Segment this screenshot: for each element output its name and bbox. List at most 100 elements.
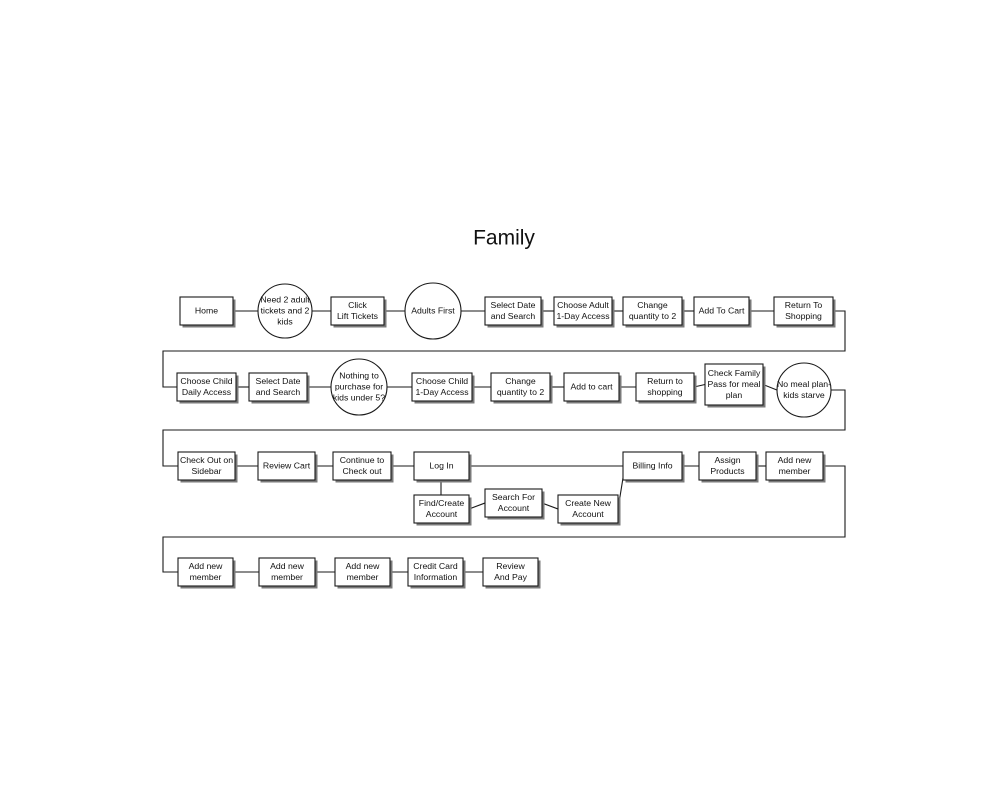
node-label: Choose Child: [416, 376, 468, 386]
node-label: Create New: [565, 498, 612, 508]
node-shape-rect: [622, 296, 683, 326]
node-label: and Search: [256, 387, 301, 397]
node-label: Adults First: [411, 305, 455, 315]
node-shape-rect: [257, 451, 316, 481]
node-label: Account: [572, 509, 604, 519]
node-label: Lift Tickets: [337, 311, 379, 321]
node-label: Assign: [714, 455, 740, 465]
node-label: Select Date: [491, 300, 536, 310]
node-label: Review Cart: [263, 460, 311, 470]
flow-node[interactable]: Home: [179, 296, 236, 328]
node-label: kids under 5?: [333, 392, 385, 402]
node-shape-rect: [330, 296, 385, 326]
connector: [162, 465, 846, 573]
node-shape-rect: [622, 451, 683, 481]
node-label: Click: [348, 300, 367, 310]
node-label: member: [190, 572, 222, 582]
flow-node[interactable]: Adults First: [404, 282, 462, 340]
node-label: Check Out on: [180, 455, 233, 465]
node-shape-rect: [553, 296, 613, 326]
node-label: Choose Adult: [557, 300, 609, 310]
flow-node[interactable]: Log In: [413, 451, 472, 483]
node-label: Continue to: [340, 455, 385, 465]
flow-node[interactable]: Billing Info: [622, 451, 685, 483]
flow-node[interactable]: Review Cart: [257, 451, 318, 483]
node-shape-rect: [704, 363, 764, 406]
node-shape-rect: [176, 372, 237, 402]
node-label: Check out: [342, 466, 382, 476]
node-shape-rect: [484, 296, 542, 326]
node-shape-rect: [177, 557, 234, 587]
node-label: No meal plan-: [777, 379, 831, 389]
node-label: quantity to 2: [629, 311, 677, 321]
node-label: member: [779, 466, 811, 476]
node-shape-rect: [693, 296, 750, 326]
node-shape-rect: [179, 296, 234, 326]
node-label: Shopping: [785, 311, 822, 321]
node-shape-rect: [482, 557, 539, 587]
node-label: plan: [726, 390, 743, 400]
diagram-title: Family: [473, 227, 535, 250]
node-label: kids starve: [783, 390, 825, 400]
node-label: Add new: [778, 455, 813, 465]
flow-node[interactable]: No meal plan-kids starve: [776, 362, 832, 418]
node-label: Add to cart: [570, 381, 613, 391]
node-label: Pass for meal: [707, 379, 760, 389]
node-label: Add To Cart: [699, 305, 745, 315]
node-label: 1-Day Access: [556, 311, 610, 321]
node-label: Return To: [785, 300, 823, 310]
node-shape-rect: [334, 557, 391, 587]
flow-node[interactable]: Add To Cart: [693, 296, 752, 328]
node-shape-rect: [773, 296, 834, 326]
node-label: 1-Day Access: [415, 387, 469, 397]
node-shape-rect: [698, 451, 757, 481]
node-label: Account: [498, 503, 530, 513]
node-label: shopping: [647, 387, 682, 397]
connector: [541, 502, 559, 510]
node-label: Check Family: [708, 368, 761, 378]
node-shape-rect: [490, 372, 551, 402]
connector: [162, 310, 846, 388]
connector: [162, 389, 846, 467]
node-shape-circle: [404, 282, 462, 340]
node-label: Information: [414, 572, 458, 582]
node-label: Change: [505, 376, 536, 386]
node-shape-rect: [177, 451, 236, 481]
node-label: Daily Access: [182, 387, 232, 397]
node-shape-rect: [413, 494, 470, 524]
node-label: Log In: [429, 460, 453, 470]
node-label: Add new: [189, 561, 224, 571]
node-label: Home: [195, 305, 218, 315]
flow-node[interactable]: Add to cart: [563, 372, 622, 404]
node-label: Add new: [270, 561, 305, 571]
node-shape-rect: [563, 372, 620, 402]
